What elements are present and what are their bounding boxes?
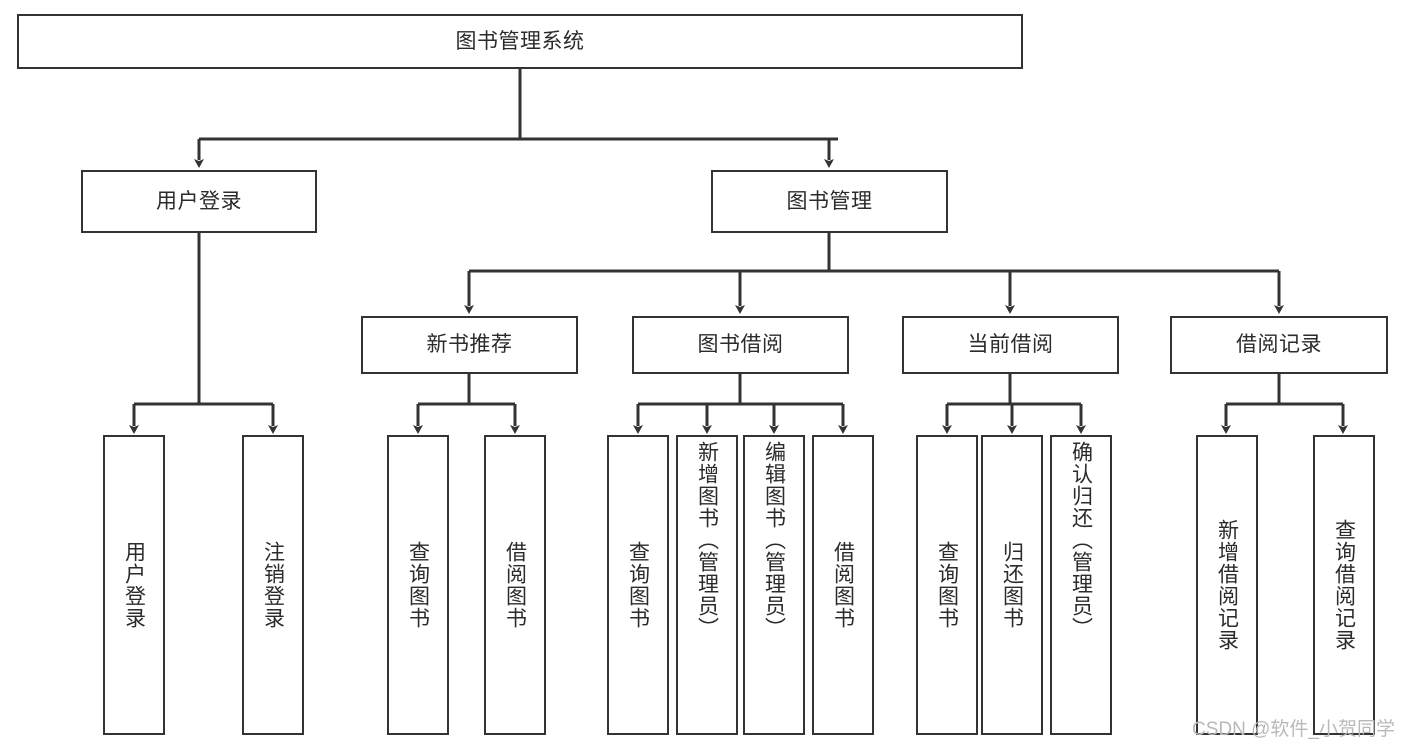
leaf-borrow-query-book-label: 查询图书: [626, 541, 650, 629]
leaf-borrow-query-book[interactable]: 查询图书: [607, 435, 669, 735]
connector-borrow-to-leaves: [633, 374, 848, 434]
connector-record-to-leaves: [1221, 374, 1348, 434]
node-book-management-label: 图书管理: [786, 189, 873, 213]
leaf-current-confirm-return-label: 确认归还（管理员）: [1069, 441, 1093, 639]
node-new-book-recommend[interactable]: 新书推荐: [361, 316, 578, 374]
leaf-recommend-borrow-book[interactable]: 借阅图书: [484, 435, 546, 735]
node-book-management[interactable]: 图书管理: [711, 170, 948, 233]
leaf-borrow-add-book[interactable]: 新增图书（管理员）: [676, 435, 738, 735]
node-user-login-label: 用户登录: [156, 189, 242, 213]
connector-current-to-leaves: [942, 374, 1086, 434]
watermark-text: CSDN @软件_小贺同学: [1192, 719, 1395, 740]
leaf-user-login-signout-label: 注销登录: [261, 541, 285, 629]
connector-recommend-to-leaves: [413, 374, 520, 434]
leaf-borrow-add-book-label: 新增图书（管理员）: [695, 441, 719, 639]
leaf-borrow-edit-book[interactable]: 编辑图书（管理员）: [743, 435, 805, 735]
leaf-current-return-book-label: 归还图书: [1000, 541, 1024, 629]
node-new-book-recommend-label: 新书推荐: [426, 333, 513, 357]
leaf-record-query-record-label: 查询借阅记录: [1332, 519, 1356, 651]
leaf-recommend-query-book[interactable]: 查询图书: [387, 435, 449, 735]
leaf-user-login-signin-label: 用户登录: [122, 541, 146, 629]
leaf-borrow-edit-book-label: 编辑图书（管理员）: [762, 441, 786, 639]
node-root-system[interactable]: 图书管理系统: [17, 14, 1023, 69]
leaf-user-login-signout[interactable]: 注销登录: [242, 435, 304, 735]
connector-user-login-to-leaves: [129, 232, 278, 434]
leaf-current-query-book-label: 查询图书: [935, 541, 959, 629]
leaf-recommend-borrow-book-label: 借阅图书: [503, 541, 527, 629]
leaf-recommend-query-book-label: 查询图书: [406, 541, 430, 629]
node-current-borrow[interactable]: 当前借阅: [902, 316, 1119, 374]
node-current-borrow-label: 当前借阅: [967, 333, 1054, 357]
node-borrow-record[interactable]: 借阅记录: [1170, 316, 1388, 374]
leaf-current-query-book[interactable]: 查询图书: [916, 435, 978, 735]
leaf-record-add-record-label: 新增借阅记录: [1215, 519, 1239, 651]
node-borrow-record-label: 借阅记录: [1236, 333, 1322, 357]
leaf-user-login-signin[interactable]: 用户登录: [103, 435, 165, 735]
leaf-record-add-record[interactable]: 新增借阅记录: [1196, 435, 1258, 735]
node-book-borrow-label: 图书借阅: [697, 333, 784, 357]
leaf-record-query-record[interactable]: 查询借阅记录: [1313, 435, 1375, 735]
leaf-current-confirm-return[interactable]: 确认归还（管理员）: [1050, 435, 1112, 735]
leaf-current-return-book[interactable]: 归还图书: [981, 435, 1043, 735]
node-book-borrow[interactable]: 图书借阅: [632, 316, 849, 374]
connector-root-to-level2: [194, 68, 838, 168]
connector-book-mgmt-to-level3: [464, 232, 1284, 314]
node-user-login[interactable]: 用户登录: [81, 170, 317, 233]
leaf-borrow-borrow-book-label: 借阅图书: [831, 541, 855, 629]
node-root-system-label: 图书管理系统: [455, 29, 585, 53]
leaf-borrow-borrow-book[interactable]: 借阅图书: [812, 435, 874, 735]
